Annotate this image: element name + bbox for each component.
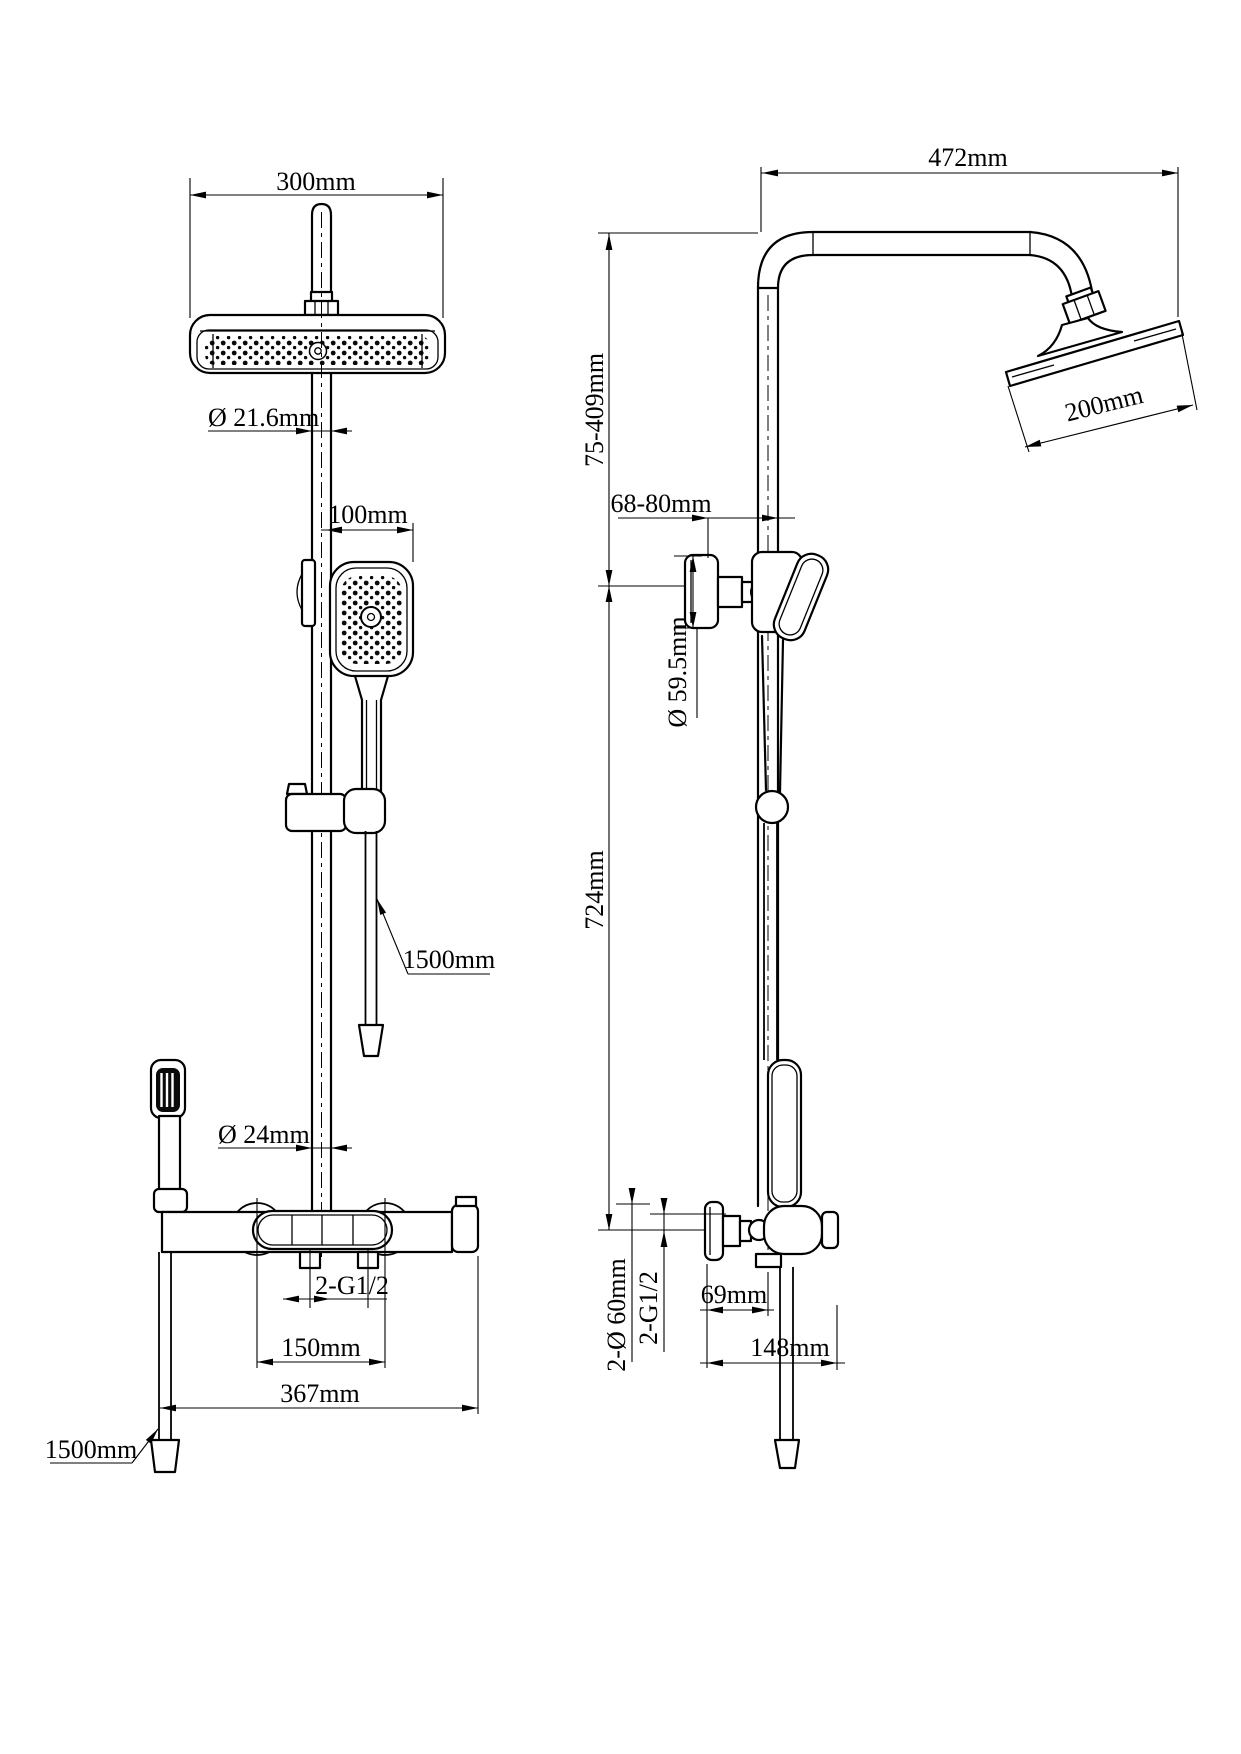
- side-wall-flange: [703, 1200, 725, 1262]
- side-hand-shower: [754, 552, 830, 1060]
- side-rain-head-boss: [1036, 316, 1124, 358]
- dim-pipe-dia-bottom: Ø 24mm: [218, 1120, 310, 1149]
- side-dimensions: 472mm 200mm 75-409mm 724mm 68-80mm: [580, 143, 1198, 1372]
- dim-outlet-thread: 2-G1/2: [315, 1271, 389, 1300]
- dim-pipe-length: 724mm: [580, 850, 609, 929]
- side-mixer-valve: [703, 1200, 840, 1269]
- dim-hose-length-mid: 1500mm: [403, 945, 495, 974]
- front-riser-pipe: [310, 202, 333, 1214]
- front-hand-shower-hose: [357, 831, 385, 1058]
- front-dimensions: 300mm Ø 21.6mm 100mm 1500mm Ø 24mm 2-G1/…: [45, 167, 495, 1464]
- front-mixer-hose: [149, 1252, 181, 1474]
- dim-inlet-spacing: 150mm: [281, 1333, 360, 1362]
- side-rain-head: [1004, 286, 1185, 388]
- front-hand-shower: [328, 560, 415, 796]
- front-mixer-valve: [160, 1195, 480, 1270]
- side-tub-wand: [766, 1058, 803, 1209]
- dim-hose-length-bottom: 1500mm: [45, 1435, 137, 1464]
- side-mixer-hose: [773, 1267, 801, 1470]
- dim-bracket-plate-dia: Ø 59.5mm: [663, 616, 692, 727]
- front-temp-handle: [450, 1203, 480, 1254]
- side-riser-and-arm: [756, 230, 1094, 1208]
- dim-bracket-depth: 68-80mm: [610, 489, 711, 518]
- dim-handshower-offset: 100mm: [328, 500, 407, 529]
- dim-inlet-thread: 2-G1/2: [634, 1271, 663, 1345]
- front-slider-holder: [284, 782, 387, 835]
- front-upper-bracket: [296, 558, 317, 628]
- front-rain-head: [188, 313, 447, 375]
- side-temp-handle: [820, 1210, 840, 1250]
- dim-overall-width: 367mm: [280, 1379, 359, 1408]
- dim-wall-offset: 69mm: [701, 1280, 767, 1309]
- dim-flange-dia: 2-Ø 60mm: [602, 1258, 631, 1371]
- dim-pipe-dia-top: Ø 21.6mm: [208, 403, 319, 432]
- dim-head-width: 300mm: [276, 167, 355, 196]
- dim-bracket-range: 75-409mm: [580, 353, 609, 467]
- dim-arm-reach: 472mm: [928, 143, 1007, 172]
- front-view: [149, 202, 480, 1474]
- front-tub-wand: [149, 1058, 189, 1214]
- dim-overall-depth: 148mm: [750, 1333, 829, 1362]
